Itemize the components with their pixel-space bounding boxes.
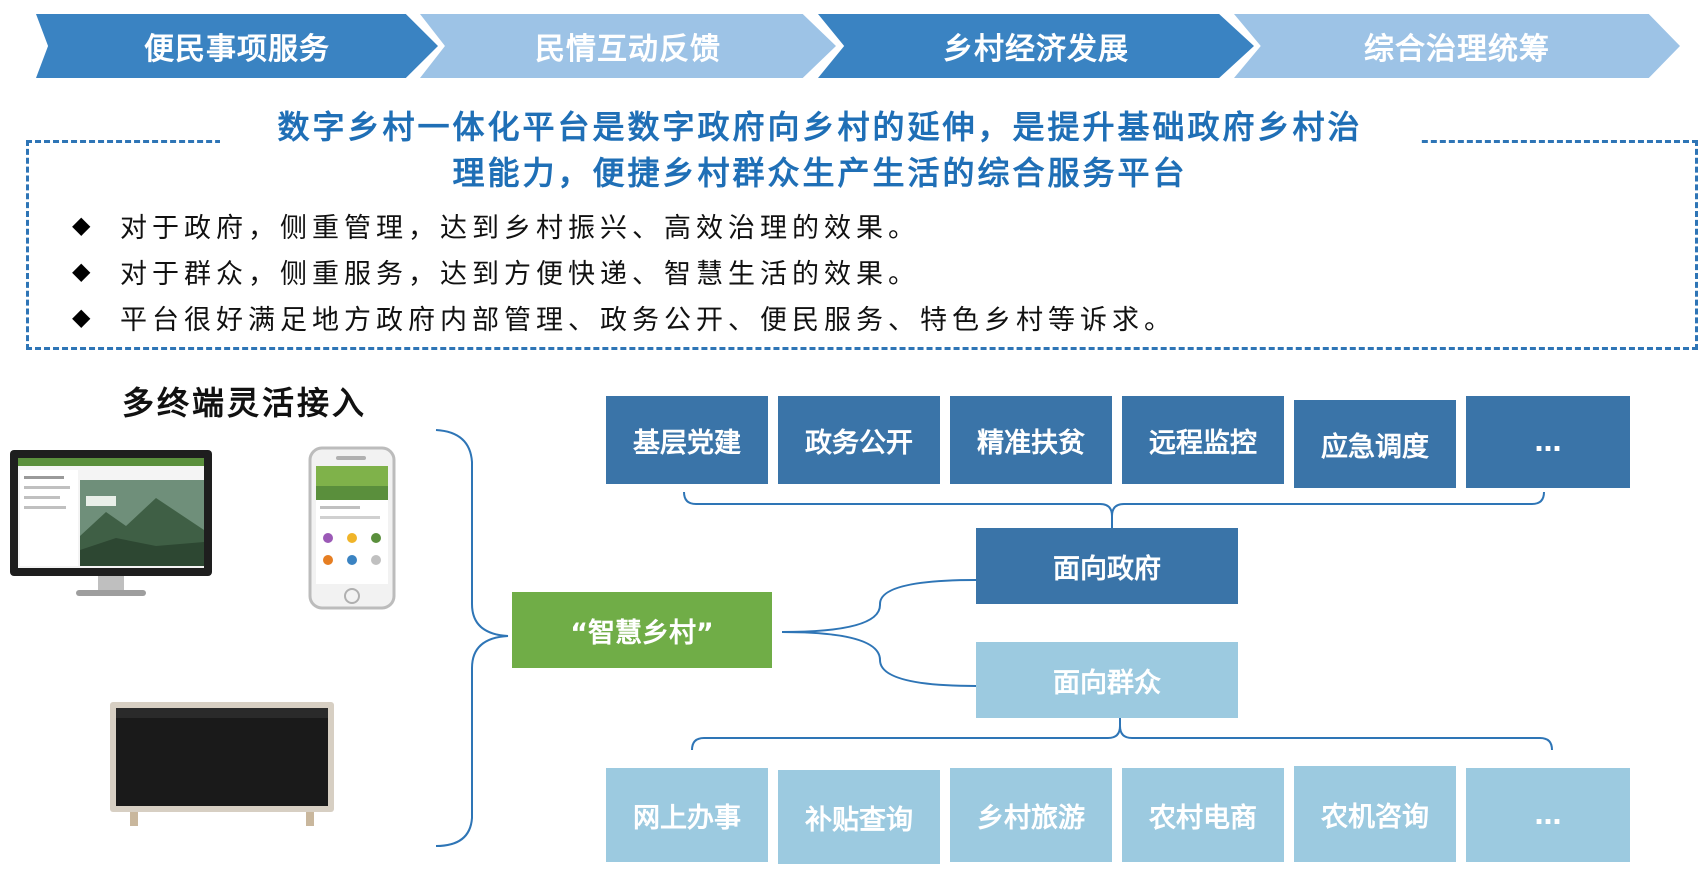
summary-headline: 数字乡村一体化平台是数字政府向乡村的延伸，是提升基础政府乡村治 理能力，便捷乡村… (220, 104, 1420, 196)
gov-branch-box[interactable]: 面向政府 (976, 528, 1238, 604)
banner-step-1[interactable]: 便民事项服务 (36, 14, 438, 78)
diamond-bullet-icon: ◆ (72, 303, 96, 331)
banner-step-label: 便民事项服务 (144, 32, 330, 67)
people-item-online-services[interactable]: 网上办事 (606, 768, 768, 862)
gov-item-label: 远程监控 (1149, 427, 1257, 459)
bullet-text: 对于政府，侧重管理，达到乡村振兴、高效治理的效果。 (120, 212, 920, 244)
people-item-label: 网上办事 (633, 802, 741, 834)
gov-item-label: … (1534, 426, 1562, 458)
gov-item-emergency-dispatch[interactable]: 应急调度 (1294, 400, 1456, 488)
people-item-label: 农机咨询 (1321, 801, 1429, 833)
access-title: 多终端灵活接入 (122, 384, 368, 422)
people-item-label: 乡村旅游 (977, 802, 1085, 834)
bullet-text: 对于群众，侧重服务，达到方便快递、智慧生活的效果。 (120, 258, 920, 290)
headline-line-2: 理能力，便捷乡村群众生产生活的综合服务平台 (452, 154, 1188, 192)
television-icon (110, 702, 334, 826)
bullet-text: 平台很好满足地方政府内部管理、政务公开、便民服务、特色乡村等诉求。 (120, 304, 1176, 336)
people-item-farm-machinery[interactable]: 农机咨询 (1294, 766, 1456, 862)
people-item-rural-tourism[interactable]: 乡村旅游 (950, 768, 1112, 862)
gov-item-party-building[interactable]: 基层党建 (606, 396, 768, 484)
gov-item-more[interactable]: … (1466, 396, 1630, 488)
list-item: ◆ 对于群众，侧重服务，达到方便快递、智慧生活的效果。 (72, 248, 1176, 294)
gov-item-label: 精准扶贫 (977, 427, 1085, 459)
diamond-bullet-icon: ◆ (72, 211, 96, 239)
people-branch-box[interactable]: 面向群众 (976, 642, 1238, 718)
people-branch-label: 面向群众 (1053, 667, 1161, 699)
banner-step-label: 民情互动反馈 (535, 32, 721, 67)
gov-item-remote-monitoring[interactable]: 远程监控 (1122, 396, 1284, 484)
mobile-phone-icon (308, 446, 396, 610)
banner-step-label: 综合治理统筹 (1364, 32, 1550, 67)
gov-branch-label: 面向政府 (1053, 553, 1161, 585)
list-item: ◆ 平台很好满足地方政府内部管理、政务公开、便民服务、特色乡村等诉求。 (72, 294, 1176, 340)
gov-item-label: 基层党建 (633, 427, 741, 459)
gov-item-public-affairs[interactable]: 政务公开 (778, 396, 940, 484)
smart-village-box[interactable]: “智慧乡村” (512, 592, 772, 668)
people-item-more[interactable]: … (1466, 768, 1630, 862)
gov-item-label: 政务公开 (805, 427, 913, 459)
people-item-subsidy-query[interactable]: 补贴查询 (778, 770, 940, 864)
banner-step-2[interactable]: 民情互动反馈 (420, 14, 836, 78)
people-item-rural-ecommerce[interactable]: 农村电商 (1122, 768, 1284, 862)
summary-bullets: ◆ 对于政府，侧重管理，达到乡村振兴、高效治理的效果。 ◆ 对于群众，侧重服务，… (72, 202, 1176, 340)
smart-village-label: “智慧乡村” (570, 617, 714, 649)
diamond-bullet-icon: ◆ (72, 257, 96, 285)
banner-step-label: 乡村经济发展 (943, 32, 1129, 67)
banner-step-4[interactable]: 综合治理统筹 (1234, 14, 1680, 78)
list-item: ◆ 对于政府，侧重管理，达到乡村振兴、高效治理的效果。 (72, 202, 1176, 248)
gov-item-label: 应急调度 (1321, 431, 1429, 463)
headline-line-1: 数字乡村一体化平台是数字政府向乡村的延伸，是提升基础政府乡村治 (277, 108, 1363, 146)
people-item-label: … (1534, 799, 1562, 831)
gov-item-poverty-alleviation[interactable]: 精准扶贫 (950, 396, 1112, 484)
desktop-monitor-icon (10, 450, 212, 596)
people-item-label: 农村电商 (1149, 802, 1257, 834)
people-item-label: 补贴查询 (805, 804, 913, 836)
banner-step-3[interactable]: 乡村经济发展 (818, 14, 1254, 78)
